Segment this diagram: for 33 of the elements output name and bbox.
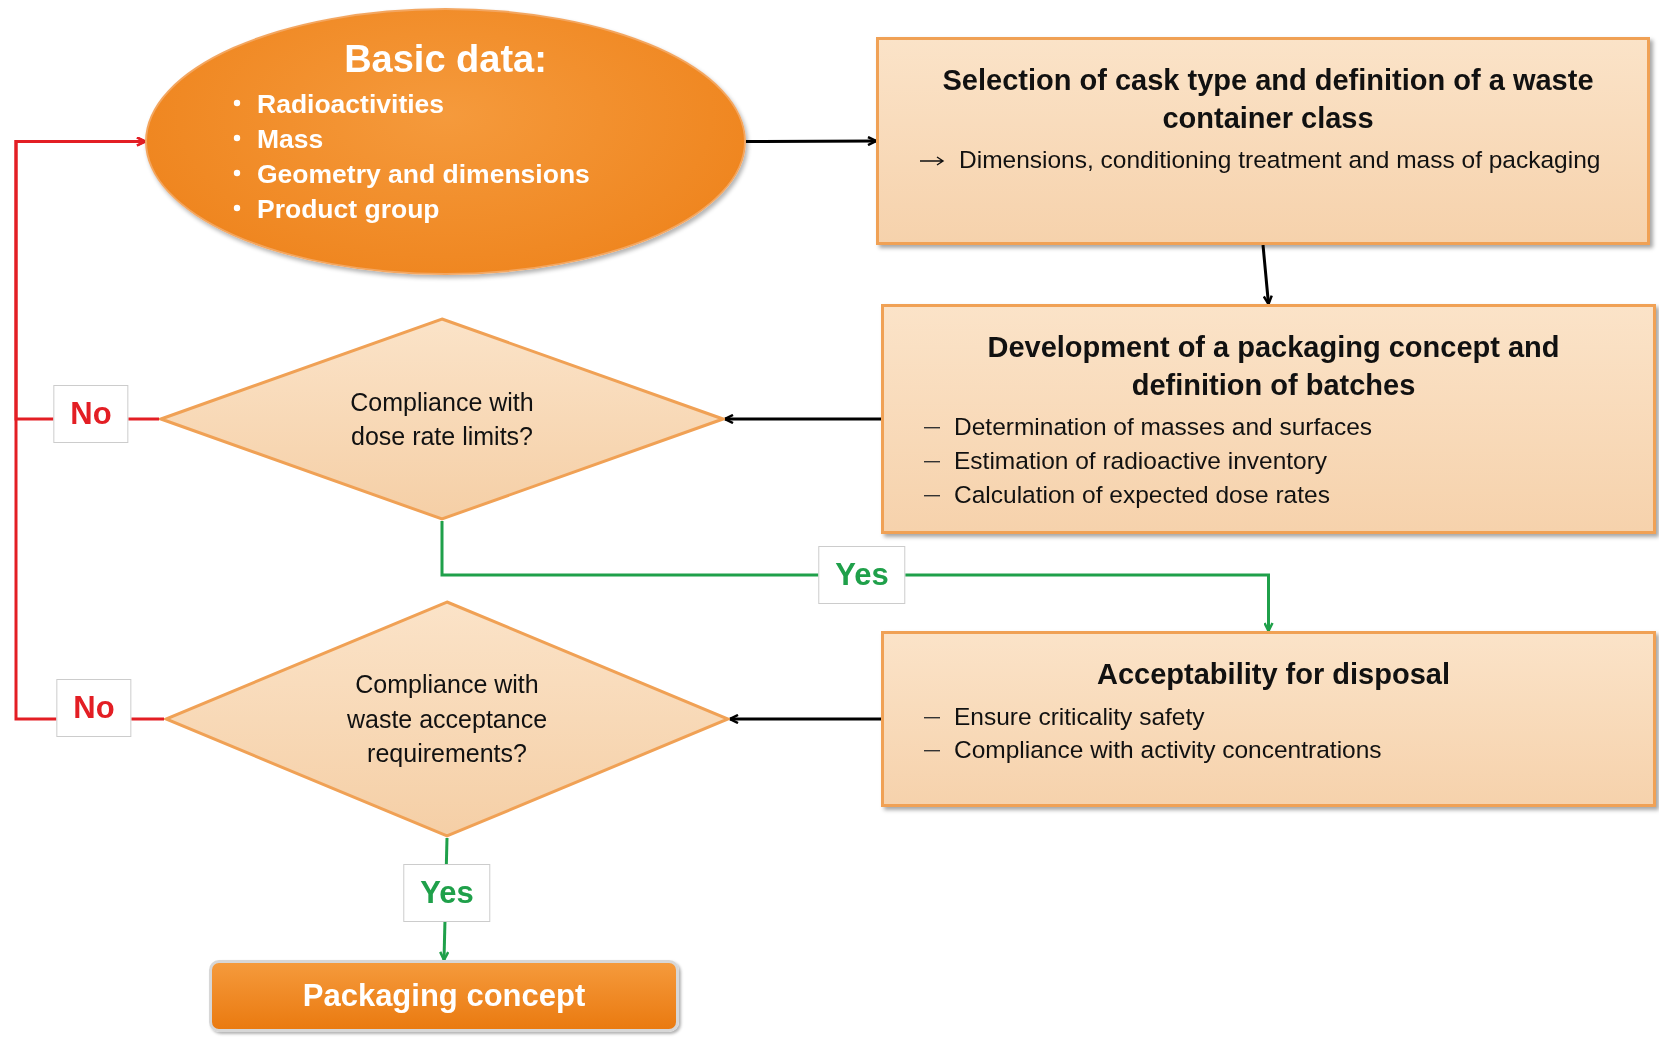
edge-label: No [53,385,129,443]
box-text: Dimensions, conditioning treatment and mass of packaging [959,145,1601,176]
process-box [881,304,1656,534]
box-text: Ensure criticality safety [954,701,1205,732]
edge-label: No [56,679,132,737]
result-text: Packaging concept [302,978,586,1014]
box-text: Calculation of expected dose rates [954,479,1330,510]
decision-diamond [159,317,725,521]
ellipse-heading: Basic data: [344,38,547,82]
decision-text: Compliance with waste acceptance requirements? [345,669,549,770]
edge-label: Yes [818,546,906,604]
process-box [876,37,1650,245]
result-box [209,960,679,1032]
bullet-item: Mass [257,123,324,157]
arrow [728,713,881,725]
bullet-item: Product group [257,192,440,226]
edge-label: Yes [403,864,491,922]
bullet-item: Geometry and dimensions [257,158,590,191]
bullet-item: Radioactivities [257,88,445,122]
decision-diamond [164,600,730,838]
arrow [746,135,878,147]
arrow [1261,244,1273,306]
arrow [440,521,1274,633]
box-text: Estimation of radioactive inventory [954,446,1328,477]
box-text: Compliance with activity concentrations [954,735,1382,766]
box-text: Determination of masses and surfaces [954,412,1373,443]
arrow [723,413,881,425]
process-box [881,631,1656,807]
box-heading: Development of a packaging concept and definition of batches [986,330,1561,403]
box-heading: Acceptability for disposal [1096,657,1451,692]
arrow [14,136,164,721]
decision-text: Compliance with dose rate limits? [349,386,535,452]
box-heading: Selection of cask type and definition of a waste container class [941,63,1595,136]
